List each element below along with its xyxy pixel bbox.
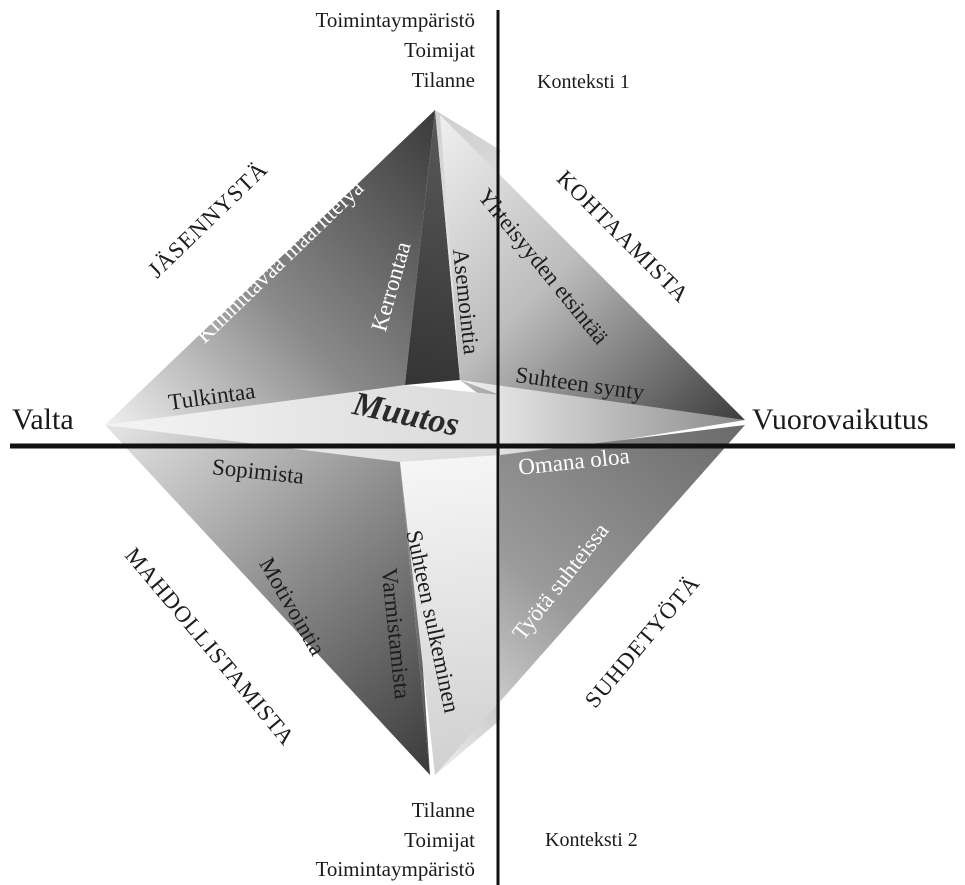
bottom-label-toimijat: Toimijat	[404, 828, 475, 852]
top-label-toimijat: Toimijat	[404, 38, 475, 62]
face-top-left-inner	[405, 110, 460, 385]
face-top-right-outer	[440, 115, 745, 420]
face-bottom-left-outer	[105, 425, 430, 775]
top-label-toimintaymparisto: Toimintaympäristö	[315, 8, 475, 32]
equator-left	[105, 385, 500, 462]
face-top-left-outer	[105, 110, 435, 425]
axis-label-valta: Valta	[12, 403, 74, 436]
equator-right	[460, 380, 745, 460]
context-top: Konteksti 1	[537, 71, 630, 93]
bottom-label-tilanne: Tilanne	[411, 798, 475, 822]
context-bottom: Konteksti 2	[545, 829, 638, 851]
face-bottom-right-outer	[435, 425, 745, 775]
face-bottom-left-inner	[400, 462, 430, 775]
face-bottom-right-inner	[400, 455, 500, 775]
top-label-tilanne: Tilanne	[411, 68, 475, 92]
bottom-label-toimintaymparisto: Toimintaympäristö	[315, 857, 475, 881]
axis-label-vuorovaikutus: Vuorovaikutus	[752, 403, 929, 436]
